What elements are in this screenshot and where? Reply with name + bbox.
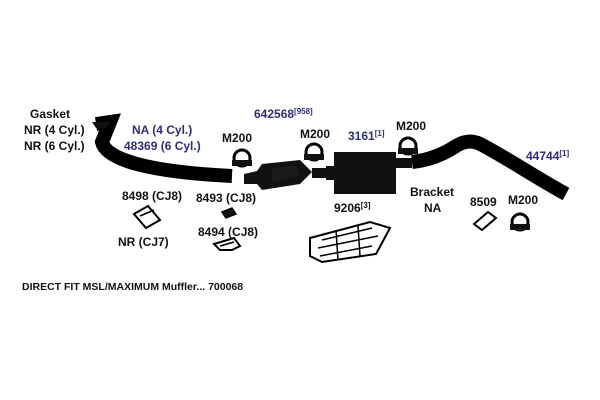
heatshield-ref: [3] [361,201,371,210]
nr-cj7-label: NR (CJ7) [118,235,169,249]
tailpipe-part-number[interactable]: 44744[1] [526,149,569,163]
bracket-8494-icon[interactable] [212,236,242,251]
clamp-right-label: M200 [396,119,426,133]
tailpipe-number: 44744 [526,149,560,163]
muffler-number: 3161 [348,129,375,143]
pipe-48369-label[interactable]: 48369 (6 Cyl.) [124,139,201,153]
converter-part-number[interactable]: 642568[958] [254,107,313,121]
gasket-label: Gasket [30,107,70,121]
bracket-8498-label: 8498 (CJ8) [122,189,182,203]
clamp-lower-label: M200 [508,193,538,207]
bracket-8493-label: 8493 (CJ8) [196,191,256,205]
clamp-left-label: M200 [222,131,252,145]
converter-ref: [958] [294,107,313,116]
clamp-right-icon[interactable] [398,136,418,156]
bracket-8494-label: 8494 (CJ8) [198,225,258,239]
hanger-8509-label: 8509 [470,195,497,209]
muffler-part-number[interactable]: 3161[1] [348,129,385,143]
clamp-middle-label: M200 [300,127,330,141]
converter-number: 642568 [254,107,294,121]
heatshield-number: 9206 [334,201,361,215]
bracket-8493-icon[interactable] [220,207,238,219]
heatshield-part-number: 9206[3] [334,201,371,215]
footer-note: DIRECT FIT MSL/MAXIMUM Muffler... 700068 [22,281,243,293]
heat-shield-icon[interactable] [309,220,392,264]
bracket-na-label: NA [424,201,442,215]
muffler-ref: [1] [375,129,385,138]
na-4cyl-label: NA (4 Cyl.) [132,123,192,137]
clamp-lower-icon[interactable] [510,212,530,232]
nr-6cyl-label: NR (6 Cyl.) [24,139,85,153]
bracket-label: Bracket [410,185,454,199]
clamp-left-icon[interactable] [232,148,252,168]
tail-pipe[interactable] [411,134,570,201]
bracket-8498-icon[interactable] [132,204,162,230]
front-pipe[interactable] [92,113,233,183]
tailpipe-ref: [1] [559,149,569,158]
hanger-8509-icon[interactable] [472,210,498,232]
nr-4cyl-label: NR (4 Cyl.) [24,123,85,137]
muffler[interactable] [326,152,412,194]
clamp-middle-icon[interactable] [304,142,324,162]
catalytic-converter[interactable] [244,160,326,190]
